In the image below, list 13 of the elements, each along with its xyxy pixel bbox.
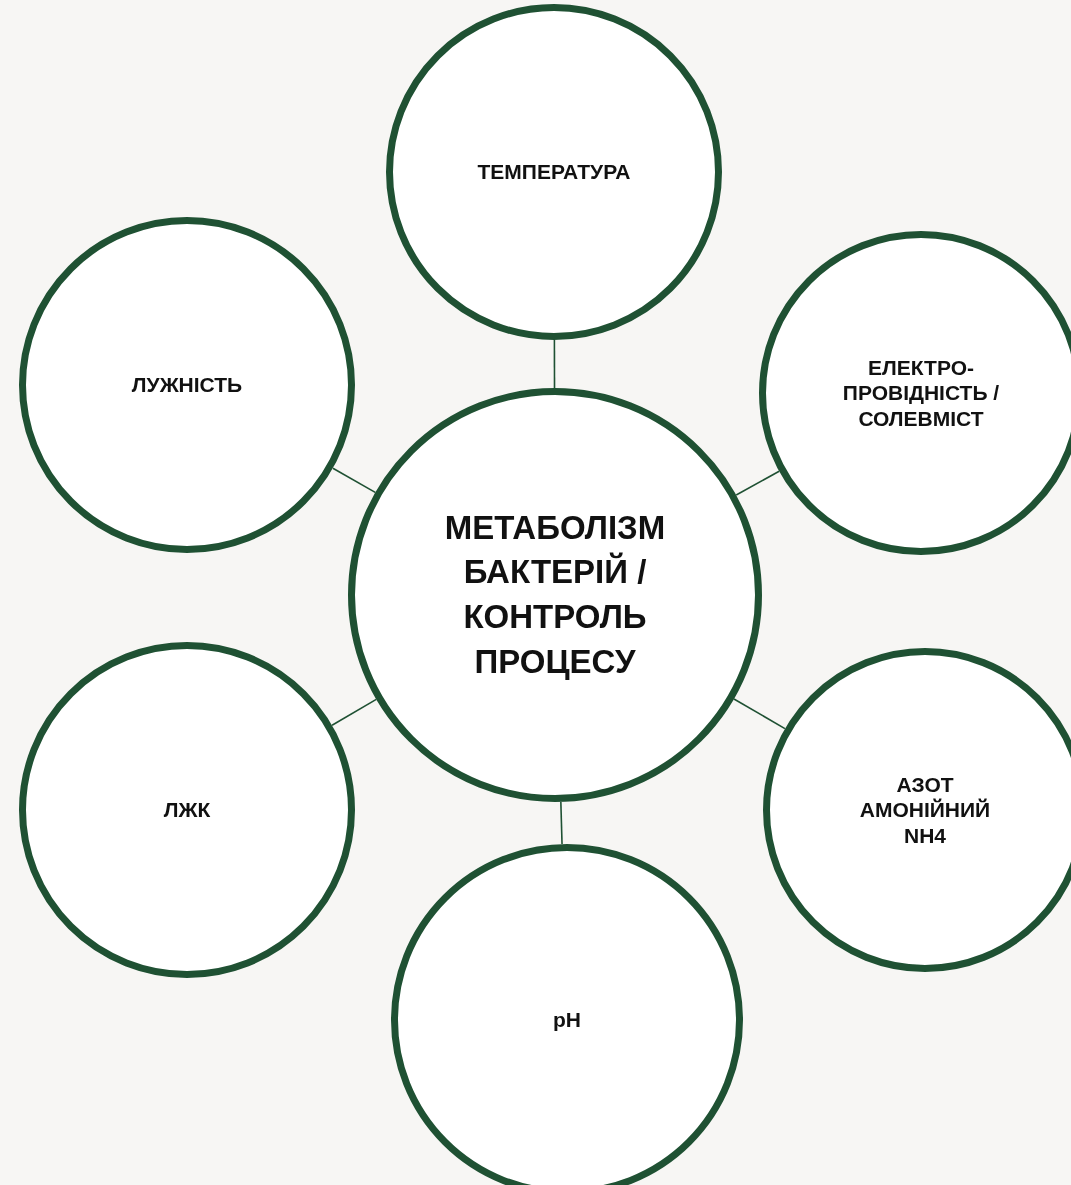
node-label: ЕЛЕКТРО- ПРОВІДНІСТЬ / СОЛЕВМІСТ xyxy=(841,355,1001,431)
node-label: МЕТАБОЛІЗМ БАКТЕРІЙ / КОНТРОЛЬ ПРОЦЕСУ xyxy=(443,507,667,682)
node-label: pH xyxy=(552,1007,582,1033)
node-label: ЛЖК xyxy=(162,797,212,823)
node-label: АЗОТ АМОНІЙНИЙ NH4 xyxy=(858,772,992,848)
connector-line xyxy=(332,467,376,494)
connector-line xyxy=(733,698,786,730)
node-label: ТЕМПЕРАТУРА xyxy=(476,159,632,185)
connector-line xyxy=(735,470,780,496)
connector-line xyxy=(553,339,556,389)
node-label: ЛУЖНІСТЬ xyxy=(130,372,244,398)
connector-line xyxy=(560,801,563,845)
connector-line xyxy=(331,698,378,727)
